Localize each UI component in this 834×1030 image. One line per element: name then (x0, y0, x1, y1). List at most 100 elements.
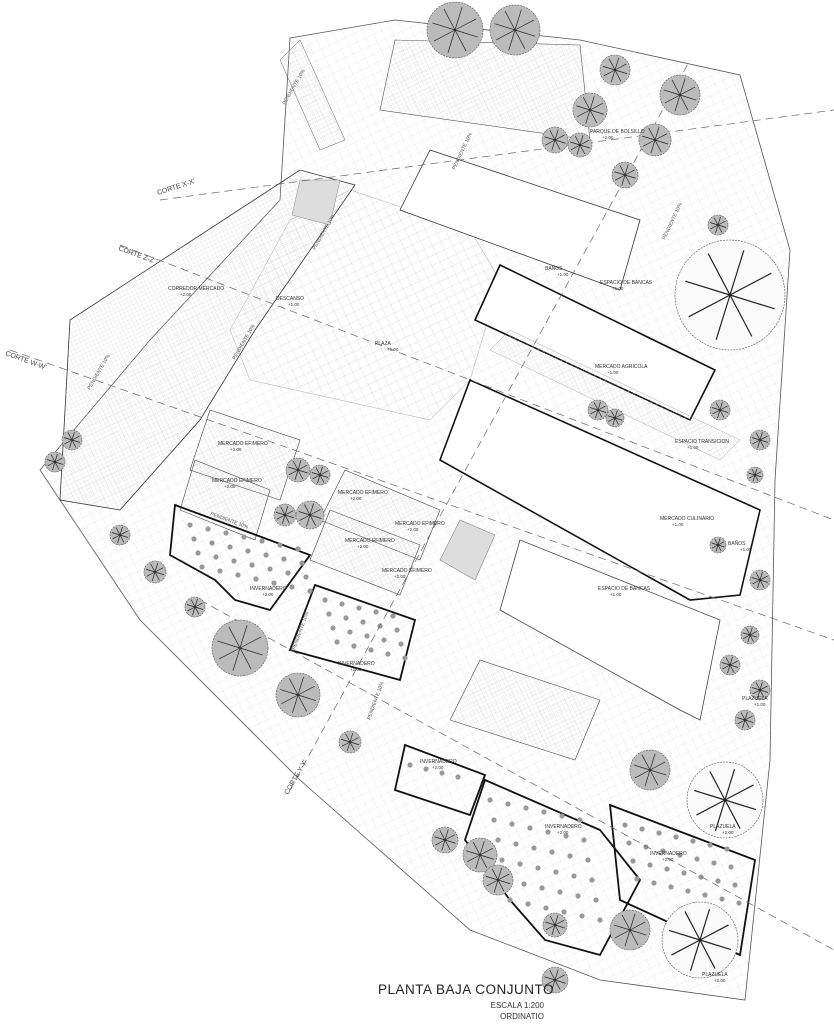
planting-dot (423, 766, 429, 772)
space-label: PARQUE DE BOLSILLO (590, 129, 645, 135)
planting-dot (549, 849, 555, 855)
planting-dot (581, 837, 587, 843)
tree-icon (143, 560, 167, 584)
planting-dot (509, 821, 515, 827)
planting-dot (660, 848, 666, 854)
planting-dot (525, 901, 531, 907)
space-label: BAÑOS (545, 265, 563, 272)
planting-dot (368, 647, 374, 653)
tree-icon (611, 161, 639, 189)
planting-dot (322, 597, 328, 603)
planting-dot (295, 546, 301, 552)
planting-dot (694, 856, 700, 862)
space-label: MERCADO EFIMERO (382, 568, 432, 574)
planting-dot (487, 797, 493, 803)
planting-dot (187, 522, 193, 528)
space-level: +2.00 (230, 447, 242, 452)
planting-dot (531, 845, 537, 851)
space-label: ESPACIO TRANSICION (675, 439, 729, 445)
planting-dot (719, 896, 725, 902)
planting-dot (634, 876, 640, 882)
planting-dot (499, 857, 505, 863)
tree-icon (709, 399, 731, 421)
space-label: PLAZUELA (702, 972, 728, 978)
tree-icon (541, 126, 569, 154)
planting-dot (259, 538, 265, 544)
ephemeral-markets (179, 409, 601, 761)
greenhouses (169, 503, 757, 957)
planting-dot (289, 584, 295, 590)
tree-icon (629, 749, 671, 791)
space-level: +1.00 (687, 445, 699, 450)
space-label: MERCADO EFIMERO (395, 521, 445, 527)
planting-dot (651, 880, 657, 886)
planting-dot (351, 643, 357, 649)
space-level: +2.00 (357, 544, 369, 549)
space-level: +2.00 (262, 592, 274, 597)
planting-dot (277, 542, 283, 548)
space-level: +2.00 (407, 527, 419, 532)
tree-icon (109, 524, 131, 546)
space-label: INVERNADERO (250, 586, 287, 592)
planting-dot (668, 884, 674, 890)
space-level: +1.00 (672, 522, 684, 527)
planting-dot (373, 609, 379, 615)
planting-dot (557, 889, 563, 895)
space-level: +2.00 (224, 484, 236, 489)
space-label: INVERNADERO (545, 824, 582, 830)
space-label: PLAZUELA (710, 824, 736, 830)
space-level: +2.00 (394, 574, 406, 579)
planting-dot (245, 548, 251, 554)
space-level: +2.00 (350, 667, 362, 672)
planting-dot (630, 858, 636, 864)
tree-icon (746, 466, 764, 484)
planting-dot (439, 770, 445, 776)
planting-dot (217, 568, 223, 574)
planting-dot (299, 560, 305, 566)
planting-dot (495, 837, 501, 843)
planting-dot (390, 613, 396, 619)
planting-dot (535, 865, 541, 871)
space-level: +1.00 (607, 370, 619, 375)
space-label: MERCADO EFIMERO (338, 490, 388, 496)
planting-dot (330, 625, 336, 631)
tree-icon (749, 429, 771, 451)
space-level: +2.00 (722, 830, 734, 835)
planting-dot (677, 852, 683, 858)
planting-dot (561, 909, 567, 915)
tree-icon (599, 54, 631, 86)
tree-icon (661, 901, 739, 979)
tree-icon (749, 679, 771, 701)
planting-dot (195, 550, 201, 556)
drawing-title: PLANTA BAJA CONJUNTO (378, 982, 555, 997)
planting-dot (732, 882, 738, 888)
space-label: PLAZUELA (742, 696, 768, 702)
planting-dot (647, 862, 653, 868)
tree-icon (686, 761, 764, 839)
tree-icon (426, 1, 484, 59)
space-level: +1.00 (288, 302, 300, 307)
planting-dot (507, 897, 513, 903)
planting-dot (209, 540, 215, 546)
space-label: MERCADO EFIMERO (212, 478, 262, 484)
tree-icon (572, 92, 608, 128)
planting-dot (360, 619, 366, 625)
planting-dot (505, 801, 511, 807)
planting-dot (285, 570, 291, 576)
planting-dot (539, 885, 545, 891)
planting-dot (326, 611, 332, 617)
planting-dot (307, 588, 313, 594)
tree-icon (541, 966, 569, 994)
tree-icon (184, 596, 206, 618)
space-label: BAÑOS (728, 540, 746, 547)
planting-dot (702, 892, 708, 898)
planting-dot (271, 580, 277, 586)
tree-icon (295, 500, 325, 530)
planting-dot (521, 881, 527, 887)
tree-icon (275, 672, 321, 718)
planting-dot (364, 633, 370, 639)
planting-dot (263, 552, 269, 558)
planting-dot (541, 809, 547, 815)
